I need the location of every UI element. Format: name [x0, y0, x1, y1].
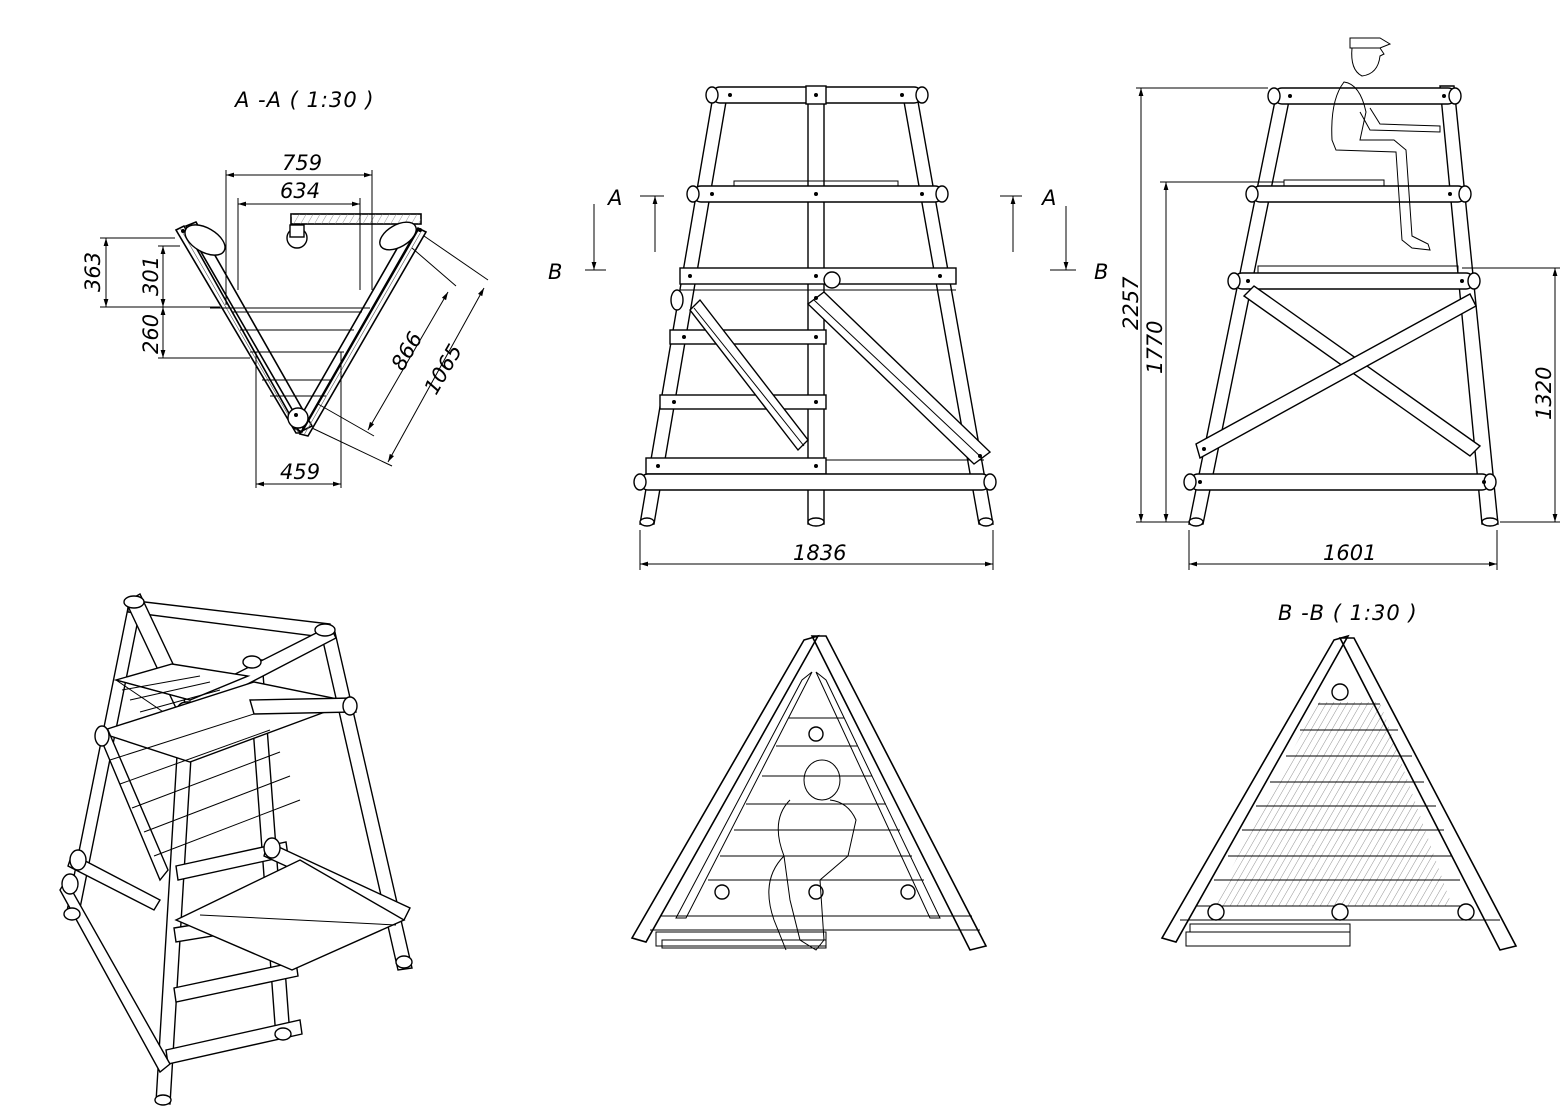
section-aa-view: A -A ( 1:30 )	[81, 88, 489, 488]
section-aa-title: A -A ( 1:30 )	[233, 88, 375, 112]
dim-260: 260	[139, 314, 163, 354]
dim-side-width: 1601	[1323, 541, 1376, 565]
section-bb-title: B -B ( 1:30 )	[1278, 601, 1418, 625]
section-mark-b-right: B	[1094, 260, 1108, 284]
dim-866: 866	[387, 328, 428, 375]
child-figure	[768, 759, 857, 951]
section-mark-a-right: A	[1040, 186, 1056, 210]
seated-person-figure	[1331, 37, 1441, 251]
section-mark-b-left: B	[548, 260, 562, 284]
isometric-view	[59, 593, 413, 1106]
section-bb-view: B -B ( 1:30 )	[1160, 601, 1518, 951]
end-view	[630, 634, 988, 951]
dim-459: 459	[280, 460, 320, 484]
section-mark-a-left: A	[606, 186, 622, 210]
dim-side-height-platform: 1770	[1143, 321, 1167, 374]
side-view: 2257 1770 1320 1601	[1119, 37, 1560, 570]
dim-634: 634	[280, 179, 320, 203]
dim-1065: 1065	[420, 340, 468, 398]
dim-363: 363	[81, 252, 105, 292]
dim-759: 759	[282, 151, 322, 175]
front-view: A B A B 1836	[548, 85, 1108, 570]
dim-side-height-total: 2257	[1119, 276, 1143, 330]
section-marks: A B A B	[548, 186, 1108, 284]
dim-301: 301	[139, 256, 163, 296]
dim-side-height-lower: 1320	[1532, 367, 1556, 420]
section-aa-frame	[174, 213, 428, 437]
section-aa-dimensions: 759 634 363 301 260 866 1065	[81, 151, 489, 488]
dim-front-width: 1836	[793, 541, 846, 565]
